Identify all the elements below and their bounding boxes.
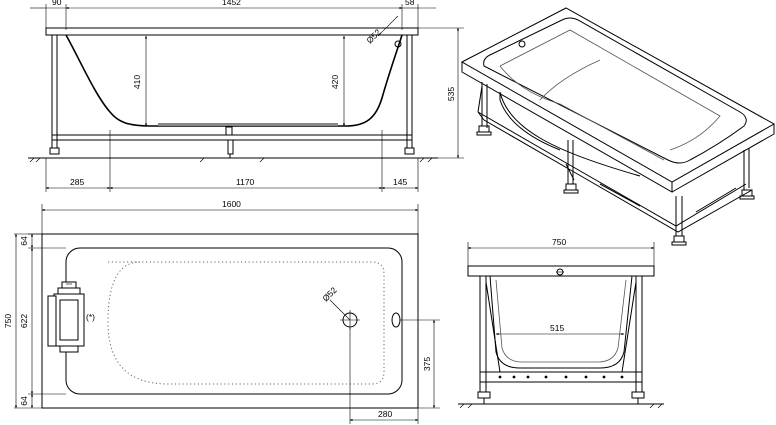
- end-view: 750: [458, 237, 664, 409]
- rail-holes: [498, 375, 624, 379]
- dim-58: 58: [405, 0, 415, 7]
- plan-view: 1600 Ø52 (*): [3, 199, 440, 424]
- dim-750-end: 750: [552, 237, 566, 247]
- dim-375: 375: [422, 357, 432, 371]
- dim-750-plan: 750: [3, 314, 13, 328]
- dim-420: 420: [330, 75, 340, 89]
- dim-64-bottom: 64: [19, 396, 29, 406]
- dim-d52-plan: Ø52: [320, 285, 339, 304]
- side-elevation-view: 90 1452 58 410 420 Ø52 535 285 1170 145: [28, 0, 464, 192]
- dim-535: 535: [446, 87, 456, 101]
- dim-515: 515: [550, 323, 564, 333]
- siphon-note: (*): [86, 312, 95, 322]
- dim-145: 145: [393, 177, 407, 187]
- ground-hatch: [29, 157, 433, 163]
- overflow-icon: [391, 312, 401, 328]
- dim-285: 285: [70, 177, 84, 187]
- dim-1452: 1452: [222, 0, 241, 7]
- dim-1170: 1170: [236, 177, 255, 187]
- tub-section: [65, 34, 403, 127]
- siphon-icon: [47, 281, 85, 353]
- isometric-view: [460, 7, 776, 246]
- dim-d52-side: Ø52: [364, 27, 383, 46]
- dim-90: 90: [52, 0, 62, 7]
- dim-64-top: 64: [19, 236, 29, 246]
- dim-410: 410: [132, 75, 142, 89]
- dim-622: 622: [19, 314, 29, 328]
- dim-280: 280: [378, 409, 392, 419]
- dim-1600: 1600: [222, 199, 241, 209]
